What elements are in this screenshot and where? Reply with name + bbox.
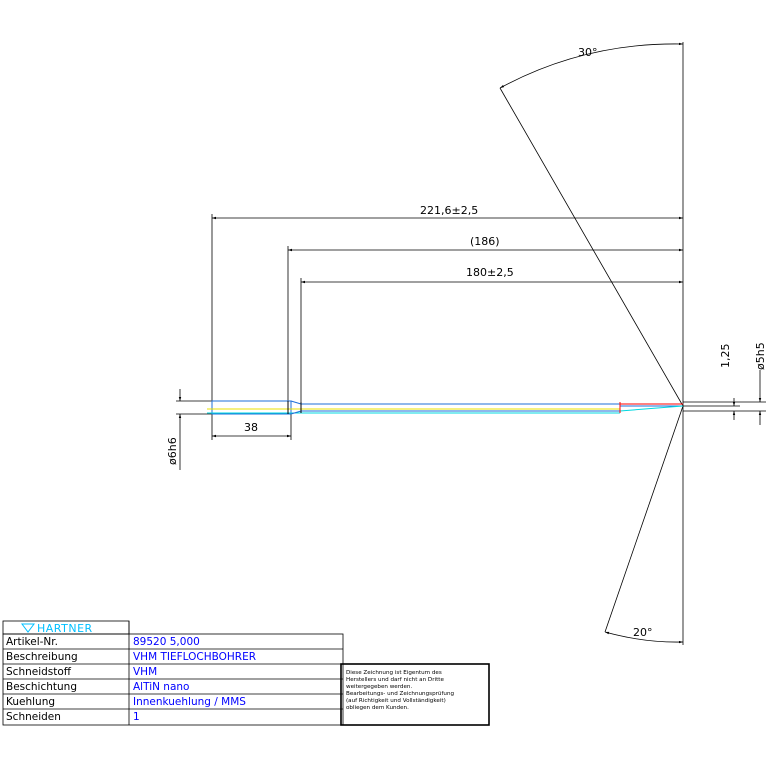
dimension-total-length: [211, 214, 683, 404]
row-label-cooling: Kuehlung: [6, 696, 55, 708]
row-value-coating: AlTiN nano: [133, 681, 189, 693]
row-label-coating: Beschichtung: [6, 681, 77, 693]
tip-diameter-label: ø5h5: [754, 342, 767, 370]
row-value-cooling: Innenkuehlung / MMS: [133, 696, 246, 708]
notice-line: Bearbeitungs- und Zeichnungsprüfung: [346, 691, 455, 697]
dimension-ref-length: [287, 246, 683, 404]
dimension-flute-length: [300, 278, 683, 404]
title-block-rows: Artikel-Nr. 89520 5,000 Beschreibung VHM…: [6, 636, 256, 723]
notice-line: Herstellers und darf nicht an Dritte: [346, 677, 444, 683]
notice-line: obliegen dem Kunden.: [346, 705, 409, 711]
angle-top-label: 30°: [578, 46, 598, 59]
dimension-shank-diameter: [176, 389, 212, 470]
row-value-material: VHM: [133, 666, 157, 678]
ref-length-label: (186): [470, 235, 500, 248]
shank-length-label: 38: [244, 421, 258, 434]
notice-line: weitergegeben werden.: [346, 684, 413, 690]
dimension-shank-length: [211, 410, 292, 440]
row-value-cutting-edges: 1: [133, 711, 140, 723]
dimension-tip-diameter: [683, 370, 766, 425]
notice-line: (auf Richtigkeit und Vollständigkeit): [346, 698, 446, 704]
notice-line: Diese Zeichnung ist Eigentum des: [346, 670, 442, 676]
title-block: [2, 620, 490, 726]
drill-body: [207, 400, 684, 415]
angle-bottom-label: 20°: [633, 626, 653, 639]
flute-length-label: 180±2,5: [466, 266, 514, 279]
row-label-cutting-edges: Schneiden: [6, 711, 61, 723]
row-label-material: Schneidstoff: [6, 666, 72, 678]
hartner-logo: HARTNER: [21, 622, 93, 635]
shank-diameter-label: ø6h6: [166, 437, 179, 465]
row-label-description: Beschreibung: [6, 651, 78, 663]
row-label-article: Artikel-Nr.: [6, 636, 58, 648]
angle-dimension-top: [499, 42, 684, 407]
row-value-article: 89520 5,000: [133, 636, 200, 648]
angle-dimension-bottom: [604, 405, 684, 645]
row-value-description: VHM TIEFLOCHBOHRER: [133, 651, 256, 663]
total-length-label: 221,6±2,5: [420, 204, 478, 217]
tip-offset-label: 1,25: [719, 344, 732, 369]
svg-text:HARTNER: HARTNER: [37, 622, 93, 635]
ownership-notice: Diese Zeichnung ist Eigentum des Herstel…: [343, 667, 486, 719]
